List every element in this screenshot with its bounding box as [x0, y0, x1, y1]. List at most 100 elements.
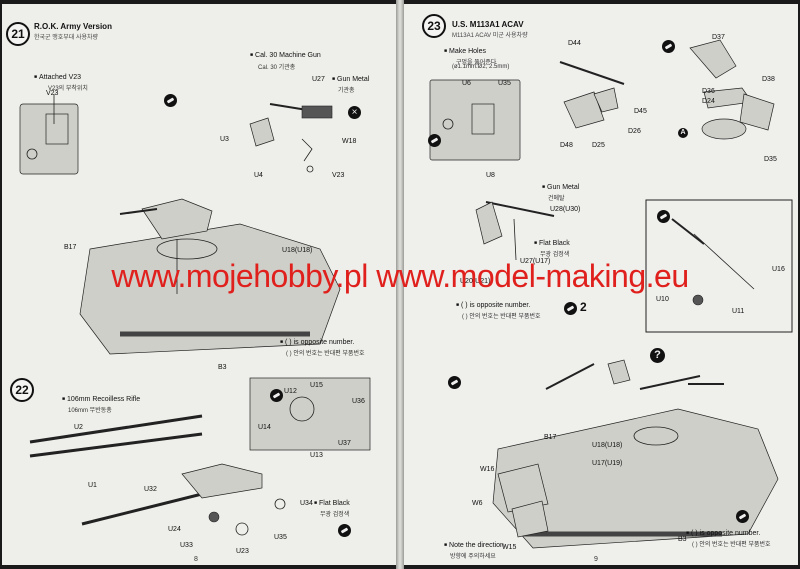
part-label: W15 [502, 544, 517, 551]
cement-icon [270, 389, 283, 402]
left-page: 21 R.O.K. Army Version 한국군 맹호부대 사용차량 Att… [2, 4, 396, 565]
step-23-title: U.S. M113A1 ACAV [452, 20, 524, 29]
part-label: U35 [498, 80, 511, 87]
watermark-text: www.mojehobby.pl www.model-making.eu [111, 258, 689, 294]
flat-black-label: Flat Black [314, 500, 350, 507]
right-page: 23 U.S. M113A1 ACAV M113A1 ACAV 미군 사용차량 … [404, 4, 798, 565]
part-label: D38 [762, 76, 775, 83]
opposite-number-sub: ( ) 안의 번호는 반대편 부품번호 [692, 542, 771, 548]
part-label: B17 [544, 434, 557, 441]
part-label: U20(U21) [460, 278, 491, 285]
part-label: U4 [254, 172, 263, 179]
part-label: D45 [634, 108, 647, 115]
cement-icon [338, 524, 351, 537]
part-v23-label: V23 [46, 90, 59, 97]
part-label: D35 [764, 156, 777, 163]
part-label: U12 [284, 388, 297, 395]
part-label: U27(U17) [520, 258, 551, 265]
part-label: B3 [218, 364, 227, 371]
step-22-title: 106mm Recoilless Rifle [62, 396, 140, 403]
make-holes-label: Make Holes [444, 48, 486, 55]
opposite-number-label: ( ) is opposite number. [280, 339, 354, 346]
gunmetal-label: Gun Metal [542, 184, 579, 191]
part-label: U1 [88, 482, 97, 489]
no-cement-icon: × [348, 106, 361, 119]
part-label: D25 [592, 142, 605, 149]
part-label: U11 [732, 308, 745, 315]
step-23-number: 23 [422, 14, 446, 38]
part-label: U8 [486, 172, 495, 179]
part-label: U10 [656, 296, 669, 303]
opposite-number-sub: ( ) 안의 번호는 반대편 부품번호 [462, 314, 541, 320]
part-label: U18(U18) [592, 442, 623, 449]
book-gutter [396, 0, 404, 569]
part-label: U35 [274, 534, 287, 541]
gunmetal-sub: 건메탈 [548, 196, 565, 202]
marker-a-icon: A [678, 128, 688, 138]
part-label: W16 [480, 466, 495, 473]
part-label: U33 [180, 542, 193, 549]
attached-sub: V23의 부착위치 [48, 86, 88, 92]
cement-icon [428, 134, 441, 147]
part-label: B17 [64, 244, 77, 251]
part-label: D36 [702, 88, 715, 95]
cement-icon [448, 376, 461, 389]
part-label: U2 [74, 424, 83, 431]
part-label: W6 [472, 500, 483, 507]
step-22-number: 22 [10, 378, 34, 402]
right-page-drawing [429, 39, 793, 549]
part-label: U37 [338, 440, 351, 447]
cement-icon [662, 40, 675, 53]
page-number-left: 8 [194, 556, 198, 563]
part-label: U34 [300, 500, 313, 507]
cement-icon [164, 94, 177, 107]
cement-icon [736, 510, 749, 523]
page-number-right: 9 [594, 556, 598, 563]
part-label: U13 [310, 452, 323, 459]
attached-label: Attached V23 [34, 74, 81, 81]
note-direction-label: Note the direction. [444, 542, 506, 549]
part-label: D48 [560, 142, 573, 149]
machine-gun-sub: Cal. 30 기관총 [258, 65, 296, 71]
step-21-number: 21 [6, 22, 30, 46]
pair-icon [564, 302, 577, 315]
note-direction-sub: 방향에 주의하세요 [450, 554, 496, 560]
opposite-number-label: ( ) is opposite number. [686, 530, 760, 537]
part-label: W18 [342, 138, 357, 145]
machine-gun-label: Cal. 30 Machine Gun [250, 52, 321, 59]
question-icon: ? [650, 348, 665, 363]
opposite-number-sub: ( ) 안의 번호는 반대편 부품번호 [286, 351, 365, 357]
flat-black-sub: 무광 검정색 [540, 252, 570, 258]
part-label: U17(U19) [592, 460, 623, 467]
part-label: U27 [312, 76, 325, 83]
part-label: U16 [772, 266, 785, 273]
flat-black-sub: 무광 검정색 [320, 512, 350, 518]
part-label: U28(U30) [550, 206, 581, 213]
part-label: U18(U18) [282, 247, 313, 254]
part-label: U14 [258, 424, 271, 431]
make-holes-sub: 구멍을 뚫어준다 [456, 60, 497, 66]
left-page-drawing [19, 94, 371, 536]
part-label: U15 [310, 382, 323, 389]
gunmetal-label: Gun Metal [332, 76, 369, 83]
part-label: D44 [568, 40, 581, 47]
part-label: D26 [628, 128, 641, 135]
part-label: U6 [462, 80, 471, 87]
part-label: U3 [220, 136, 229, 143]
part-label: V23 [332, 172, 345, 179]
part-label: B3 [678, 536, 687, 543]
flat-black-label: Flat Black [534, 240, 570, 247]
opposite-number-label: ( ) is opposite number. [456, 302, 530, 309]
part-label: U36 [352, 398, 365, 405]
part-label: D37 [712, 34, 725, 41]
part-label: D24 [702, 98, 715, 105]
part-label: U32 [144, 486, 157, 493]
gunmetal-sub: 기관총 [338, 88, 355, 94]
step-21-title: R.O.K. Army Version [34, 22, 112, 31]
part-label: U23 [236, 548, 249, 555]
cement-icon [657, 210, 670, 223]
part-label: U24 [168, 526, 181, 533]
quantity-label: 2 [580, 300, 587, 314]
step-22-subtitle: 106mm 무반동총 [68, 408, 112, 414]
